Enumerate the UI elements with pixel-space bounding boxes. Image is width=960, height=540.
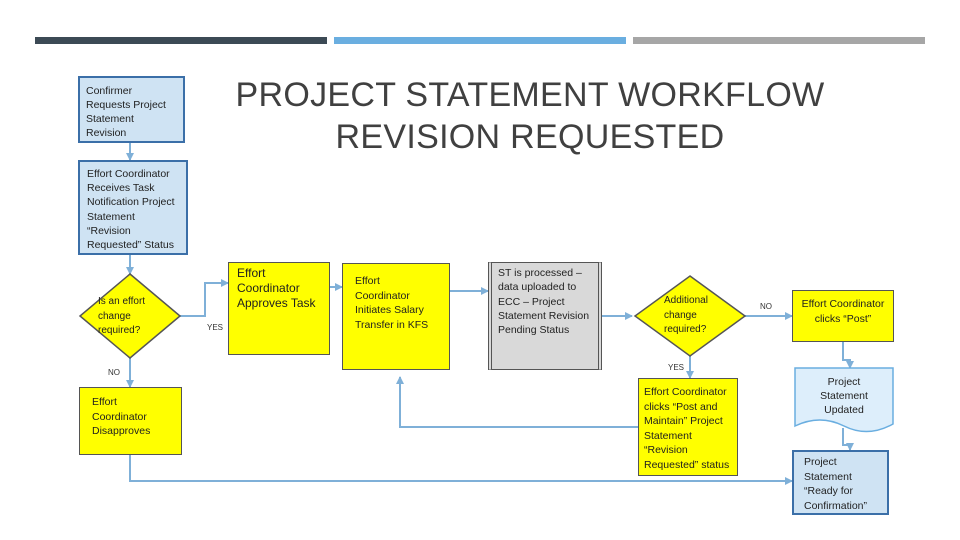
additional-change-decision-label: Additional change required? [664,295,708,335]
clicks-post-node: Effort Coordinator clicks “Post” [792,290,894,342]
post-and-maintain-node: Effort Coordinator clicks “Post and Main… [638,378,738,476]
title-line-2: REVISION REQUESTED [335,118,725,156]
header-bar-dark [35,37,327,44]
header-bar-blue [334,37,626,44]
edge-label-yes-1: YES [207,323,224,332]
edge-disapproves-to-ready [129,455,793,485]
confirmer-requests-node: Confirmer Requests Project Statement Rev… [78,76,185,143]
st-processed-node: ST is processed – data uploaded to ECC –… [488,262,602,370]
edge-label-yes-2: YES [668,363,685,372]
decision-effort-change-diamond [78,273,182,359]
edge-updated-to-ready [842,428,854,451]
edge-post-maintain-loop [396,376,638,428]
edge-label-no-2: NO [760,302,772,311]
edge-yes-to-approves [180,279,229,317]
title-line-1: PROJECT STATEMENT WORKFLOW [235,76,825,114]
header-bar-gray [633,37,925,44]
effort-change-decision-label: Is an effort change required? [98,296,146,336]
initiates-salary-node: Effort Coordinator Initiates Salary Tran… [342,263,450,370]
approves-task-node: Effort Coordinator Approves Task [228,262,330,355]
edge-post-to-updated [842,342,854,369]
edge-label-no-1: NO [108,368,120,377]
receives-task-node: Effort Coordinator Receives Task Notific… [78,160,188,255]
decision-additional-change-diamond [633,275,747,357]
page-title: PROJECT STATEMENT WORKFLOW REVISION REQU… [205,74,855,158]
statement-updated-node: Project Statement Updated [820,376,868,416]
disapproves-node: Effort Coordinator Disapproves [79,387,182,455]
ready-for-confirmation-node: Project Statement “Ready for Confirmatio… [792,450,889,515]
